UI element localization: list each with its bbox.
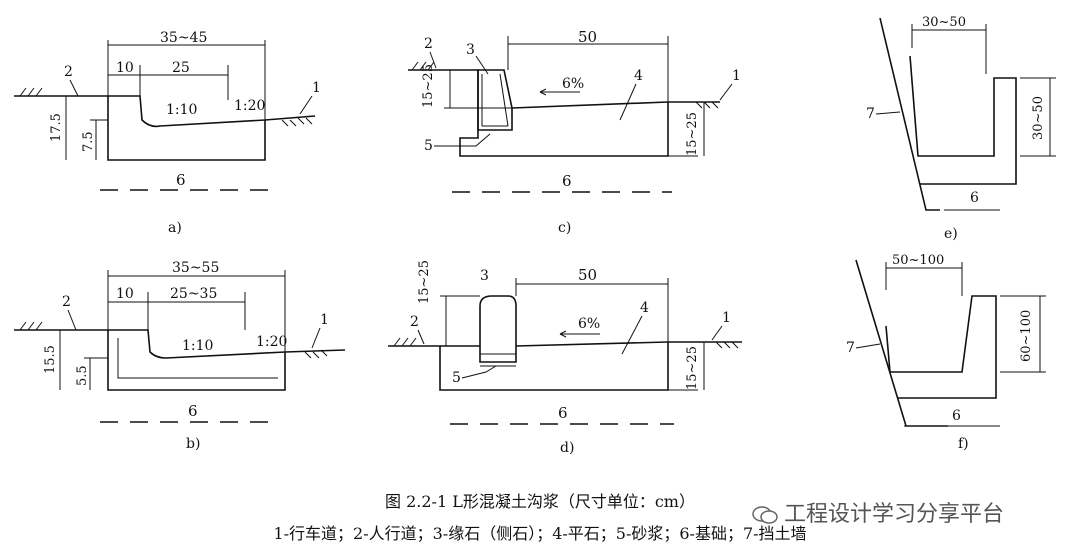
diagram-e: 30~50 30~50 7 6 e) bbox=[866, 15, 1056, 242]
diagram-d: 50 6% 15~25 15~25 3 2 4 1 5 6 d) bbox=[388, 260, 742, 456]
a-dim-25: 25 bbox=[172, 60, 190, 76]
d-num-6: 6 bbox=[558, 404, 568, 422]
b-slope-1: 1:10 bbox=[182, 338, 213, 354]
c-num-4: 4 bbox=[634, 68, 643, 84]
diagram-b: 35~55 10 25~35 1:10 1:20 15.5 5.5 2 1 6 … bbox=[14, 260, 346, 452]
diagram-f: 50~100 60~100 7 6 f) bbox=[846, 253, 1046, 452]
wechat-icon bbox=[752, 506, 778, 524]
f-dim-height: 60~100 bbox=[1019, 310, 1034, 362]
a-num-1: 1 bbox=[312, 80, 321, 96]
e-dim-height: 30~50 bbox=[1031, 96, 1046, 140]
e-num-6: 6 bbox=[970, 190, 979, 206]
c-num-2: 2 bbox=[424, 36, 433, 52]
c-slope: 6% bbox=[562, 76, 584, 92]
d-height-right: 15~25 bbox=[685, 346, 700, 390]
c-dim-50: 50 bbox=[578, 28, 597, 46]
b-dim-10: 10 bbox=[116, 286, 134, 302]
a-slope-2: 1:20 bbox=[234, 98, 265, 114]
b-dim-total: 35~55 bbox=[172, 260, 219, 276]
diagram-c: 50 6% 15~25 15~25 2 3 4 1 5 6 c) bbox=[408, 28, 741, 236]
e-num-7: 7 bbox=[866, 106, 875, 122]
a-height-1: 17.5 bbox=[49, 113, 64, 142]
f-dim-top: 50~100 bbox=[892, 253, 944, 268]
f-num-7: 7 bbox=[846, 340, 855, 356]
a-num-6: 6 bbox=[176, 171, 186, 189]
c-sublabel: c) bbox=[558, 220, 571, 236]
c-height-left: 15~25 bbox=[421, 64, 436, 108]
d-height-left: 15~25 bbox=[417, 260, 432, 304]
a-sublabel: a) bbox=[168, 220, 182, 236]
watermark: 工程设计学习分享平台 bbox=[752, 496, 1004, 528]
d-sublabel: d) bbox=[560, 440, 574, 456]
b-num-2: 2 bbox=[62, 294, 71, 310]
d-num-5: 5 bbox=[452, 370, 461, 386]
d-slope: 6% bbox=[578, 316, 600, 332]
b-slope-2: 1:20 bbox=[256, 334, 287, 350]
b-num-1: 1 bbox=[320, 312, 329, 328]
diagram-a: 35~45 10 25 1:10 1:20 17.5 7.5 2 1 6 a) bbox=[14, 30, 321, 236]
c-num-6: 6 bbox=[562, 172, 572, 190]
e-dim-top: 30~50 bbox=[922, 15, 966, 30]
d-dim-50: 50 bbox=[578, 266, 597, 284]
figure-caption-legend: 1-行车道；2-人行道；3-缘石（侧石）；4-平石；5-砂浆；6-基础；7-挡土… bbox=[273, 524, 807, 543]
b-num-6: 6 bbox=[188, 402, 198, 420]
figure-caption-title: 图 2.2-1 L形混凝土沟浆（尺寸单位：cm） bbox=[385, 492, 695, 511]
f-sublabel: f) bbox=[958, 436, 969, 452]
b-sublabel: b) bbox=[186, 436, 200, 452]
a-dim-total: 35~45 bbox=[160, 30, 207, 46]
d-num-2: 2 bbox=[410, 314, 419, 330]
f-num-6: 6 bbox=[952, 408, 961, 424]
d-num-1: 1 bbox=[722, 310, 731, 326]
c-num-1: 1 bbox=[732, 68, 741, 84]
b-dim-25-35: 25~35 bbox=[170, 286, 217, 302]
b-height-2: 5.5 bbox=[75, 365, 90, 386]
c-height-right: 15~25 bbox=[685, 112, 700, 156]
b-height-1: 15.5 bbox=[43, 345, 58, 374]
watermark-text: 工程设计学习分享平台 bbox=[784, 502, 1005, 527]
c-num-5: 5 bbox=[424, 138, 433, 154]
d-num-3: 3 bbox=[480, 268, 489, 284]
a-slope-1: 1:10 bbox=[166, 102, 197, 118]
e-sublabel: e) bbox=[944, 226, 958, 242]
a-dim-10: 10 bbox=[116, 60, 134, 76]
d-num-4: 4 bbox=[640, 300, 649, 316]
a-num-2: 2 bbox=[64, 64, 73, 80]
c-num-3: 3 bbox=[466, 42, 475, 58]
a-height-2: 7.5 bbox=[81, 131, 96, 152]
